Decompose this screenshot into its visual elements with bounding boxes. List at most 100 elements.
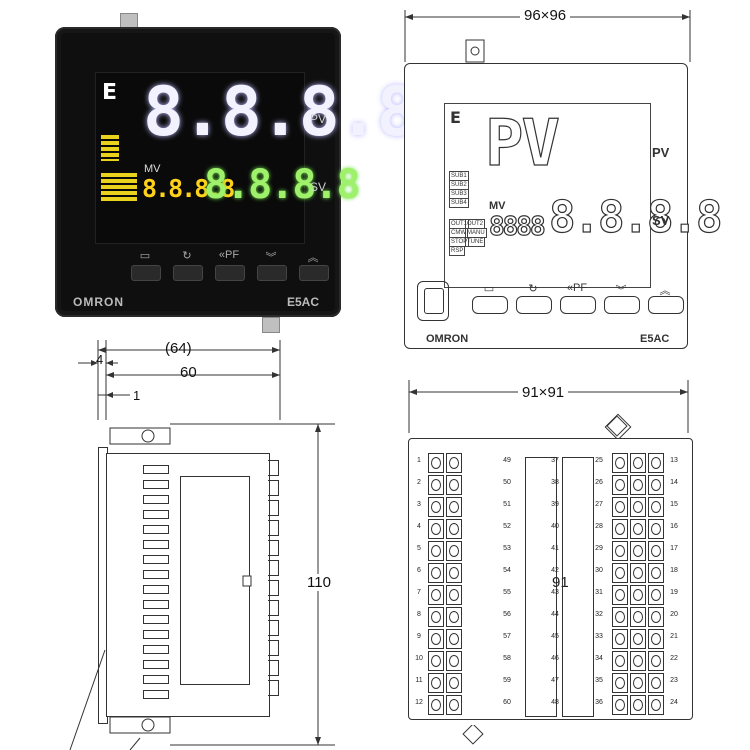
mv-display: 8.8.8.8: [142, 174, 235, 203]
terminal-number: 29: [595, 545, 603, 552]
terminal-number: 31: [595, 589, 603, 596]
vent-slot: [143, 645, 169, 654]
terminal-number: 27: [595, 501, 603, 508]
lcd-display: ꓰ 8.8.8.8 MV 8.8.8.8 8.8.8.8: [95, 72, 418, 244]
terminal-screw: [648, 541, 664, 561]
terminal-number: 7: [417, 589, 421, 596]
terminal-number: 24: [670, 699, 678, 706]
terminal-number: 55: [503, 589, 511, 596]
front-sv-label: SV: [652, 213, 670, 228]
front-up-button[interactable]: [648, 296, 684, 314]
side-terminal: [268, 580, 279, 596]
terminal-screw: [648, 585, 664, 605]
side-terminal: [268, 680, 279, 696]
terminal-number: 18: [670, 567, 678, 574]
front-pv-digits: PV: [484, 107, 560, 181]
terminal-screw: [630, 475, 646, 495]
terminal-screw: [630, 497, 646, 517]
terminal-number: 50: [503, 479, 511, 486]
pv-label: PV: [310, 112, 327, 126]
terminal-number: 12: [415, 699, 423, 706]
terminal-number: 48: [551, 699, 559, 706]
terminal-number: 56: [503, 611, 511, 618]
front-pf-button[interactable]: [560, 296, 596, 314]
terminal-screw: [446, 519, 462, 539]
terminal-number: 3: [417, 501, 421, 508]
terminal-screw: [630, 585, 646, 605]
front-display-window: ꓰ PV SUB1 SUB2 SUB3 SUB4 MV 8888 8.8.8.8…: [444, 103, 723, 288]
terminal-number: 22: [670, 655, 678, 662]
terminal-number: 6: [417, 567, 421, 574]
front-down-icon: ︾: [615, 285, 627, 297]
terminal-number: 37: [551, 457, 559, 464]
terminal-screw: [446, 563, 462, 583]
terminal-screw: [630, 563, 646, 583]
front-model: E5AC: [640, 333, 670, 345]
terminal-number: 38: [551, 479, 559, 486]
front-up-icon: ︽: [659, 285, 671, 297]
side-terminal: [268, 620, 279, 636]
rsp-indicator: RSP: [449, 246, 466, 256]
rear-top-clip: [606, 415, 628, 437]
terminal-screw: [612, 585, 628, 605]
terminal-screw: [648, 475, 664, 495]
side-terminal: [268, 560, 279, 576]
terminal-screw: [446, 673, 462, 693]
terminal-number: 44: [551, 611, 559, 618]
front-pf-icon: «PF: [566, 282, 588, 294]
front-mv-digits: 8888: [488, 212, 546, 242]
terminal-screw: [446, 629, 462, 649]
cycle-button-icon: ↻: [182, 250, 192, 262]
rear-bottom-clip: [462, 725, 484, 745]
up-button[interactable]: [299, 265, 329, 281]
vent-slot: [143, 525, 169, 534]
terminal-number: 58: [503, 655, 511, 662]
terminal-screw: [446, 607, 462, 627]
terminal-number: 25: [595, 457, 603, 464]
terminal-screw: [612, 497, 628, 517]
pf-button-icon: «PF: [218, 249, 240, 261]
terminal-screw: [648, 519, 664, 539]
down-button[interactable]: [257, 265, 287, 281]
terminal-number: 33: [595, 633, 603, 640]
vent-slot: [143, 600, 169, 609]
pf-button[interactable]: [215, 265, 245, 281]
front-cycle-button[interactable]: [516, 296, 552, 314]
rear-connector-left: [525, 457, 557, 717]
brand-logo: OMRON: [73, 295, 124, 309]
mode-button[interactable]: [131, 265, 161, 281]
vent-slot: [143, 615, 169, 624]
terminal-number: 54: [503, 567, 511, 574]
terminal-number: 16: [670, 523, 678, 530]
cycle-button[interactable]: [173, 265, 203, 281]
front-down-button[interactable]: [604, 296, 640, 314]
vent-slot: [143, 630, 169, 639]
terminal-screw: [428, 629, 444, 649]
terminal-number: 30: [595, 567, 603, 574]
mv-label: MV: [144, 163, 161, 175]
terminal-screw: [446, 585, 462, 605]
front-width-label: 96×96: [520, 7, 571, 24]
terminal-screw: [612, 651, 628, 671]
terminal-screw: [428, 651, 444, 671]
vent-slot: [143, 690, 169, 699]
vent-slot: [143, 570, 169, 579]
terminal-number: 19: [670, 589, 678, 596]
terminal-number: 4: [417, 523, 421, 530]
terminal-number: 49: [503, 457, 511, 464]
side-terminal: [268, 640, 279, 656]
usb-port-cover: [417, 281, 449, 321]
terminal-number: 51: [503, 501, 511, 508]
terminal-screw: [428, 541, 444, 561]
vent-slot: [143, 660, 169, 669]
front-mode-button[interactable]: [472, 296, 508, 314]
vent-slot: [143, 540, 169, 549]
terminal-screw: [630, 673, 646, 693]
terminal-screw: [612, 475, 628, 495]
terminal-screw: [630, 629, 646, 649]
terminal-screw: [630, 519, 646, 539]
terminal-screw: [648, 607, 664, 627]
model-label: E5AC: [287, 295, 320, 309]
terminal-number: 32: [595, 611, 603, 618]
terminal-screw: [648, 651, 664, 671]
